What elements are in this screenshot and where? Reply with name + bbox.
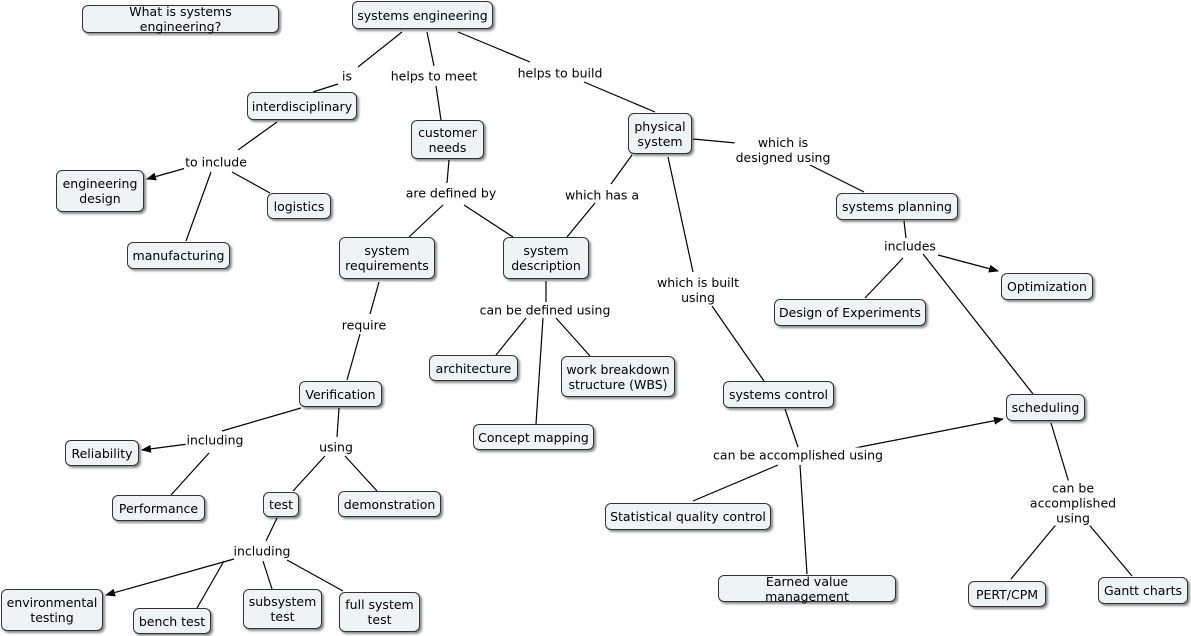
node-demonstration[interactable]: demonstration: [338, 491, 441, 517]
node-system-requirements[interactable]: system requirements: [339, 237, 435, 279]
link-label-helps-to-build: helps to build: [516, 65, 604, 81]
node-customer-needs[interactable]: customer needs: [411, 120, 484, 159]
node-what-is-systems-engineering[interactable]: What is systems engineering?: [82, 4, 279, 34]
node-full-system-test[interactable]: full system test: [339, 592, 420, 632]
node-wbs[interactable]: work breakdown structure (WBS): [561, 356, 675, 397]
node-subsystem-test[interactable]: subsystem test: [243, 589, 322, 629]
node-test[interactable]: test: [263, 492, 299, 517]
node-environmental-testing[interactable]: environmental testing: [1, 589, 103, 631]
link-label-can-be-defined-using: can be defined using: [478, 302, 612, 318]
link-label-which-has-a: which has a: [563, 187, 641, 203]
node-verification[interactable]: Verification: [299, 381, 382, 407]
node-concept-mapping[interactable]: Concept mapping: [473, 424, 594, 450]
node-logistics[interactable]: logistics: [267, 193, 331, 219]
link-label-is: is: [341, 68, 353, 84]
link-label-require: require: [340, 317, 388, 333]
node-optimization[interactable]: Optimization: [1001, 273, 1093, 300]
node-system-description[interactable]: system description: [503, 237, 589, 279]
node-interdisciplinary[interactable]: interdisciplinary: [247, 92, 357, 120]
node-pert-cpm[interactable]: PERT/CPM: [968, 581, 1046, 607]
link-label-helps-to-meet: helps to meet: [389, 68, 479, 84]
node-engineering-design[interactable]: engineering design: [56, 170, 144, 212]
link-label-including-verification: including: [185, 432, 245, 448]
link-label-can-be-accomplished-using-2: can be accomplished using: [1014, 480, 1132, 526]
node-bench-test[interactable]: bench test: [133, 608, 211, 634]
node-systems-planning[interactable]: systems planning: [836, 193, 958, 220]
node-design-of-experiments[interactable]: Design of Experiments: [774, 299, 926, 326]
link-label-are-defined-by: are defined by: [404, 185, 498, 201]
link-label-using: using: [318, 439, 354, 455]
node-scheduling[interactable]: scheduling: [1006, 394, 1085, 421]
link-label-to-include: to include: [184, 154, 248, 170]
link-label-which-is-built-using: which is built using: [655, 275, 741, 305]
link-label-can-be-accomplished-using: can be accomplished using: [712, 447, 884, 463]
node-systems-control[interactable]: systems control: [723, 381, 834, 408]
node-gantt-charts[interactable]: Gantt charts: [1098, 577, 1188, 604]
node-performance[interactable]: Performance: [112, 495, 205, 521]
link-label-including-test: including: [232, 543, 292, 559]
link-label-which-is-designed-using: which is designed using: [734, 135, 832, 165]
node-architecture[interactable]: architecture: [429, 355, 518, 381]
node-manufacturing[interactable]: manufacturing: [127, 242, 230, 269]
link-label-includes: includes: [883, 238, 937, 254]
node-statistical-quality-control[interactable]: Statistical quality control: [605, 503, 771, 530]
node-systems-engineering[interactable]: systems engineering: [352, 1, 493, 29]
node-earned-value-management[interactable]: Earned value management: [718, 574, 896, 604]
node-physical-system[interactable]: physical system: [628, 113, 692, 154]
node-reliability[interactable]: Reliability: [65, 440, 139, 466]
